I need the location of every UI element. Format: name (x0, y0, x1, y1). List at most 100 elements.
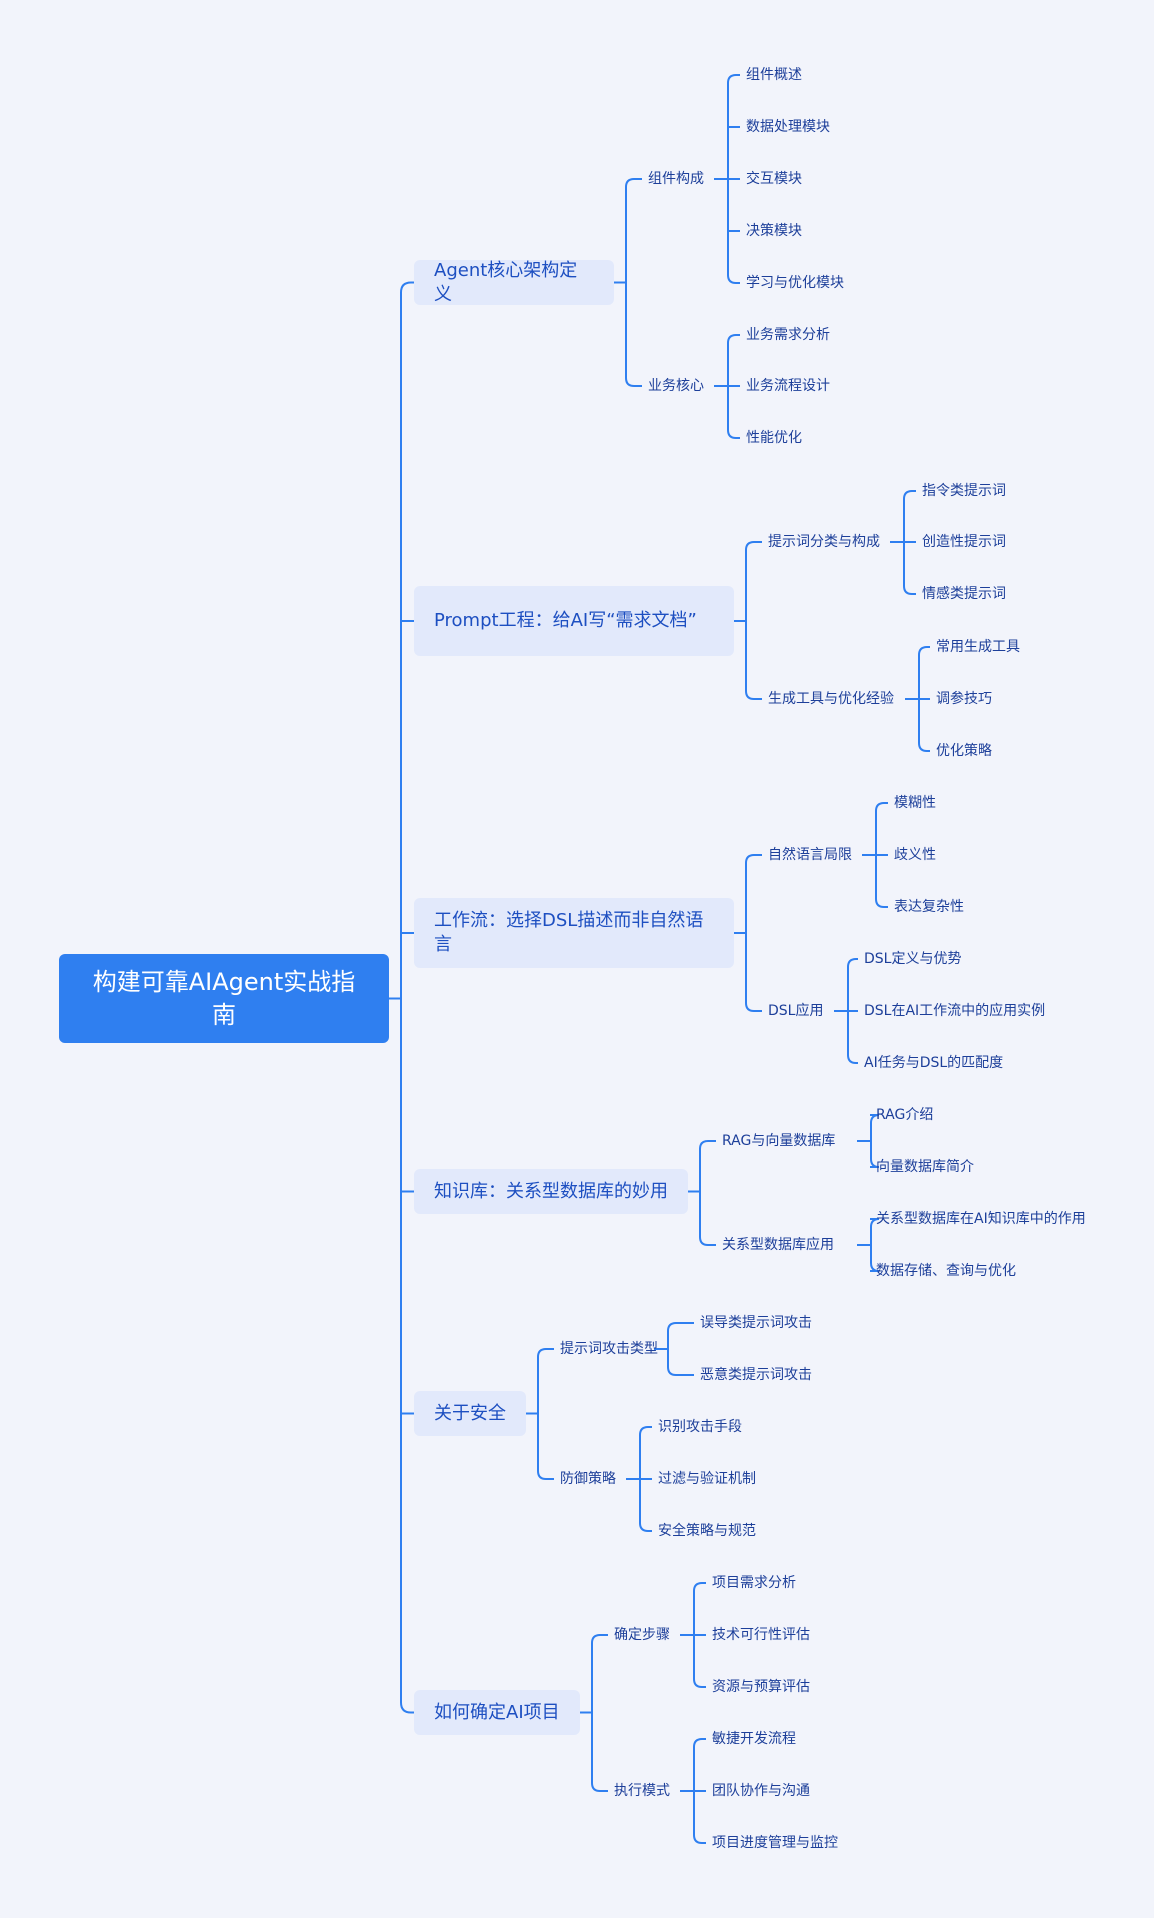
subtopic-node: 提示词攻击类型 (560, 1340, 658, 1358)
subtopic-node: 提示词分类与构成 (768, 533, 880, 551)
leaf-node: 情感类提示词 (922, 585, 1006, 603)
branch-node-label: 工作流：选择DSL描述而非自然语言 (434, 910, 704, 955)
leaf-node: 资源与预算评估 (712, 1678, 810, 1696)
branch-node-label: 如何确定AI项目 (434, 1701, 560, 1723)
connector (400, 281, 414, 999)
subtopic-node-label: 生成工具与优化经验 (768, 691, 894, 707)
leaf-node: AI任务与DSL的匹配度 (864, 1054, 1003, 1072)
leaf-node: 模糊性 (894, 794, 936, 812)
subtopic-node-label: 自然语言局限 (768, 847, 852, 863)
connector (745, 541, 762, 621)
leaf-node: 恶意类提示词攻击 (700, 1366, 812, 1384)
leaf-node-label: RAG介绍 (876, 1107, 934, 1123)
subtopic-node: 自然语言局限 (768, 846, 852, 864)
connector (400, 998, 414, 1714)
subtopic-node-label: 组件构成 (648, 171, 704, 187)
leaf-node-label: 数据存储、查询与优化 (876, 1263, 1016, 1279)
leaf-node-label: 过滤与验证机制 (658, 1471, 756, 1487)
leaf-node-label: 创造性提示词 (922, 534, 1006, 550)
connector (727, 334, 740, 386)
connector (625, 282, 642, 387)
subtopic-node-label: 执行模式 (614, 1783, 670, 1799)
branch-node: 关于安全 (414, 1391, 526, 1436)
leaf-node: 创造性提示词 (922, 533, 1006, 551)
leaf-node: 表达复杂性 (894, 898, 964, 916)
leaf-node-label: 敏捷开发流程 (712, 1731, 796, 1747)
leaf-node-label: 数据处理模块 (746, 119, 830, 135)
subtopic-node-label: DSL应用 (768, 1003, 824, 1019)
leaf-node: 业务流程设计 (746, 377, 830, 395)
leaf-node-label: 项目需求分析 (712, 1575, 796, 1591)
connector (870, 1114, 880, 1141)
leaf-node: 技术可行性评估 (712, 1626, 810, 1644)
connector (745, 621, 762, 700)
leaf-node-label: 调参技巧 (936, 691, 992, 707)
connector (903, 542, 916, 595)
subtopic-node: 执行模式 (614, 1782, 670, 1800)
connector (847, 958, 858, 1011)
connector (847, 1011, 858, 1064)
leaf-node-label: 恶意类提示词攻击 (700, 1367, 812, 1383)
connector (727, 74, 740, 179)
branch-node: Prompt工程：给AI写“需求文档” (414, 586, 734, 656)
leaf-node: 数据处理模块 (746, 118, 830, 136)
leaf-node-label: 模糊性 (894, 795, 936, 811)
leaf-node: 调参技巧 (936, 690, 992, 708)
leaf-node: 数据存储、查询与优化 (876, 1262, 1016, 1280)
leaf-node-label: 组件概述 (746, 67, 802, 83)
branch-node-label: Prompt工程：给AI写“需求文档” (434, 610, 697, 631)
leaf-node-label: 交互模块 (746, 171, 802, 187)
subtopic-node-label: 确定步骤 (614, 1627, 670, 1643)
leaf-node-label: 技术可行性评估 (712, 1627, 810, 1643)
connector (699, 1191, 716, 1246)
connector (693, 1738, 706, 1791)
leaf-node: 指令类提示词 (922, 482, 1006, 500)
subtopic-node: 业务核心 (648, 377, 704, 395)
connector (870, 1141, 880, 1168)
leaf-node-label: 团队协作与沟通 (712, 1783, 810, 1799)
leaf-node-label: 优化策略 (936, 743, 992, 759)
leaf-node: 敏捷开发流程 (712, 1730, 796, 1748)
subtopic-node: RAG与向量数据库 (722, 1132, 835, 1150)
leaf-node-label: 业务需求分析 (746, 327, 830, 343)
leaf-node-label: 指令类提示词 (922, 483, 1006, 499)
leaf-node: 学习与优化模块 (746, 274, 844, 292)
subtopic-node-label: 防御策略 (560, 1471, 616, 1487)
branch-node: Agent核心架构定义 (414, 260, 614, 305)
leaf-node-label: 性能优化 (746, 430, 802, 446)
subtopic-node-label: 业务核心 (648, 378, 704, 394)
leaf-node-label: 向量数据库简介 (876, 1159, 974, 1175)
leaf-node-label: 决策模块 (746, 223, 802, 239)
branch-node: 如何确定AI项目 (414, 1690, 580, 1735)
leaf-node: 误导类提示词攻击 (700, 1314, 812, 1332)
connector (870, 1218, 880, 1245)
leaf-node-label: 表达复杂性 (894, 899, 964, 915)
leaf-node: 向量数据库简介 (876, 1158, 974, 1176)
leaf-node-label: 识别攻击手段 (658, 1419, 742, 1435)
connector (918, 646, 930, 699)
leaf-node-label: 安全策略与规范 (658, 1523, 756, 1539)
leaf-node: 性能优化 (746, 429, 802, 447)
leaf-node: DSL在AI工作流中的应用实例 (864, 1002, 1045, 1020)
subtopic-node: 确定步骤 (614, 1626, 670, 1644)
branch-node-label: 知识库：关系型数据库的妙用 (434, 1180, 668, 1202)
leaf-node: 项目进度管理与监控 (712, 1834, 838, 1852)
subtopic-node: 生成工具与优化经验 (768, 690, 894, 708)
connector (693, 1791, 706, 1844)
connector (727, 386, 740, 439)
subtopic-node-label: 提示词攻击类型 (560, 1341, 658, 1357)
connector (591, 1712, 608, 1792)
connector (903, 490, 916, 542)
leaf-node-label: 情感类提示词 (922, 586, 1006, 602)
branch-node-label: 关于安全 (434, 1402, 506, 1424)
subtopic-node-label: RAG与向量数据库 (722, 1133, 836, 1149)
leaf-node: 决策模块 (746, 222, 802, 240)
leaf-node: RAG介绍 (876, 1106, 933, 1124)
connector (870, 1245, 880, 1272)
leaf-node-label: 学习与优化模块 (746, 275, 844, 291)
leaf-node-label: 歧义性 (894, 847, 936, 863)
branch-node: 知识库：关系型数据库的妙用 (414, 1169, 688, 1214)
connector (667, 1322, 694, 1349)
subtopic-node-label: 提示词分类与构成 (768, 534, 880, 550)
connector (745, 854, 762, 933)
